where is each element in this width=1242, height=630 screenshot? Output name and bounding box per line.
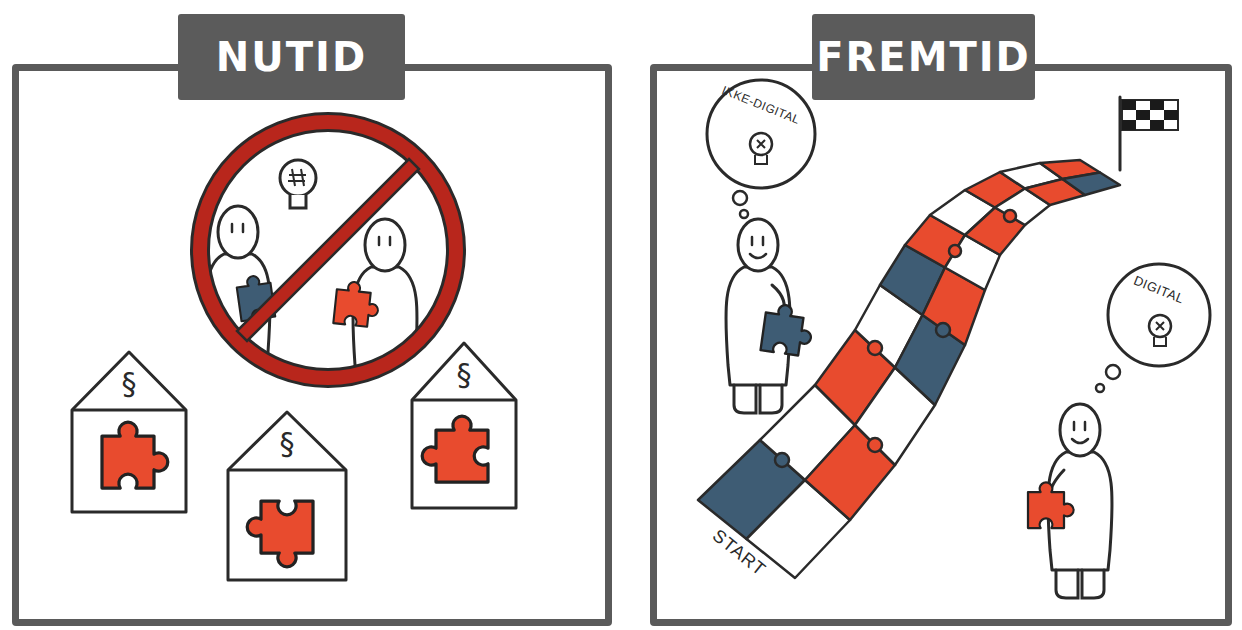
- roof-text: §: [70, 368, 188, 400]
- scene-panel: NUTID§§§: [12, 64, 612, 626]
- scene-panel: FREMTIDIKKE-DIGITALDIGITAL: [650, 64, 1232, 626]
- section-sign: §: [226, 428, 348, 460]
- panel-title: NUTID: [216, 35, 367, 79]
- bubble-circle: [1108, 264, 1210, 366]
- roof-text: §: [410, 359, 518, 391]
- section-sign: §: [410, 359, 518, 391]
- thought-bubble: [1106, 262, 1212, 368]
- title-tab: NUTID: [178, 14, 405, 100]
- house-node: §: [70, 350, 188, 514]
- section-sign: §: [70, 368, 188, 400]
- panel-title: FREMTID: [816, 35, 1031, 79]
- title-tab: FREMTID: [812, 14, 1035, 100]
- house-node: §: [226, 410, 348, 582]
- roof-line: [228, 469, 346, 472]
- thought-bubble-node: IKKE-DIGITAL: [705, 78, 817, 190]
- roof-line: [412, 399, 516, 402]
- thought-bubble-node: DIGITAL: [1106, 262, 1212, 368]
- roof-line: [72, 409, 186, 412]
- roof-text: §: [226, 428, 348, 460]
- house-node: §: [410, 341, 518, 510]
